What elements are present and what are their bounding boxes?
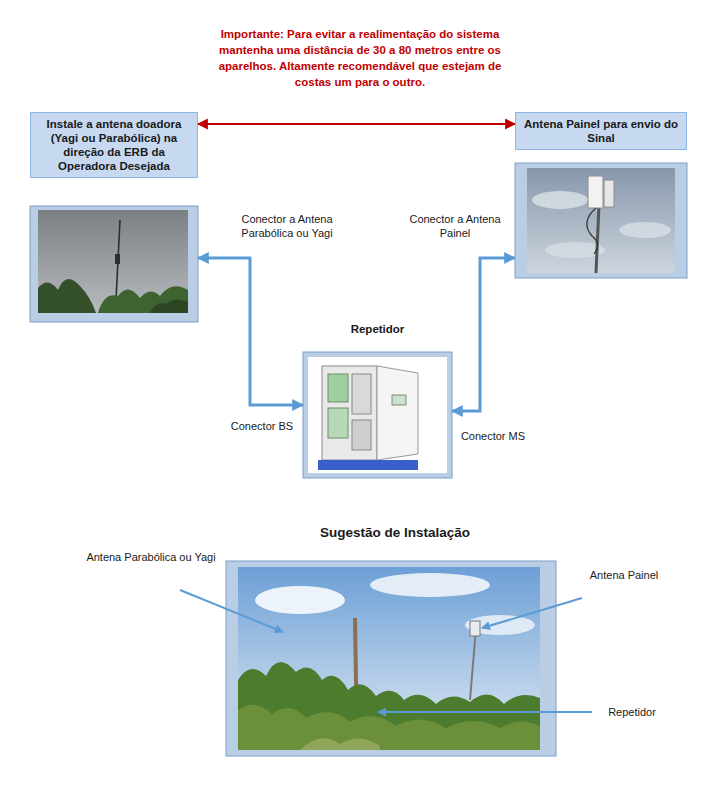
connector-arrow	[452, 258, 515, 411]
connector-label: Conector BS	[230, 419, 294, 433]
repeater-photo	[303, 352, 452, 478]
box-heading: Instale a antena doadora (Yagi ou Parabó…	[30, 112, 198, 178]
donor-photo	[30, 206, 198, 322]
leader-line	[180, 590, 283, 632]
connector-arrow	[198, 258, 303, 405]
connector-label: Conector a Antena Painel	[408, 212, 502, 240]
callout-label: Antena Parabólica ou Yagi	[86, 550, 216, 564]
callout-label: Repetidor	[596, 705, 668, 719]
repeater-box: Repetidor	[303, 322, 452, 479]
instruction-box: Antena Painel para envio do Sinal	[515, 112, 687, 278]
installation-photo	[226, 561, 556, 756]
instruction-box: Instale a antena doadora (Yagi ou Parabó…	[30, 112, 198, 322]
warning-note: Importante: Para evitar a realimentação …	[200, 26, 520, 90]
panel-photo	[515, 163, 687, 278]
connector-arrow	[198, 123, 515, 125]
box-heading: Antena Painel para envio do Sinal	[515, 112, 687, 150]
connector-label: Conector a Antena Parabólica ou Yagi	[220, 212, 354, 240]
section-heading: Sugestão de Instalação	[260, 524, 530, 541]
connector-label: Conector MS	[460, 429, 526, 443]
callout-label: Antena Painel	[574, 568, 674, 582]
leader-line	[482, 598, 582, 628]
box-title: Repetidor	[303, 322, 452, 336]
leader-line	[378, 711, 592, 713]
